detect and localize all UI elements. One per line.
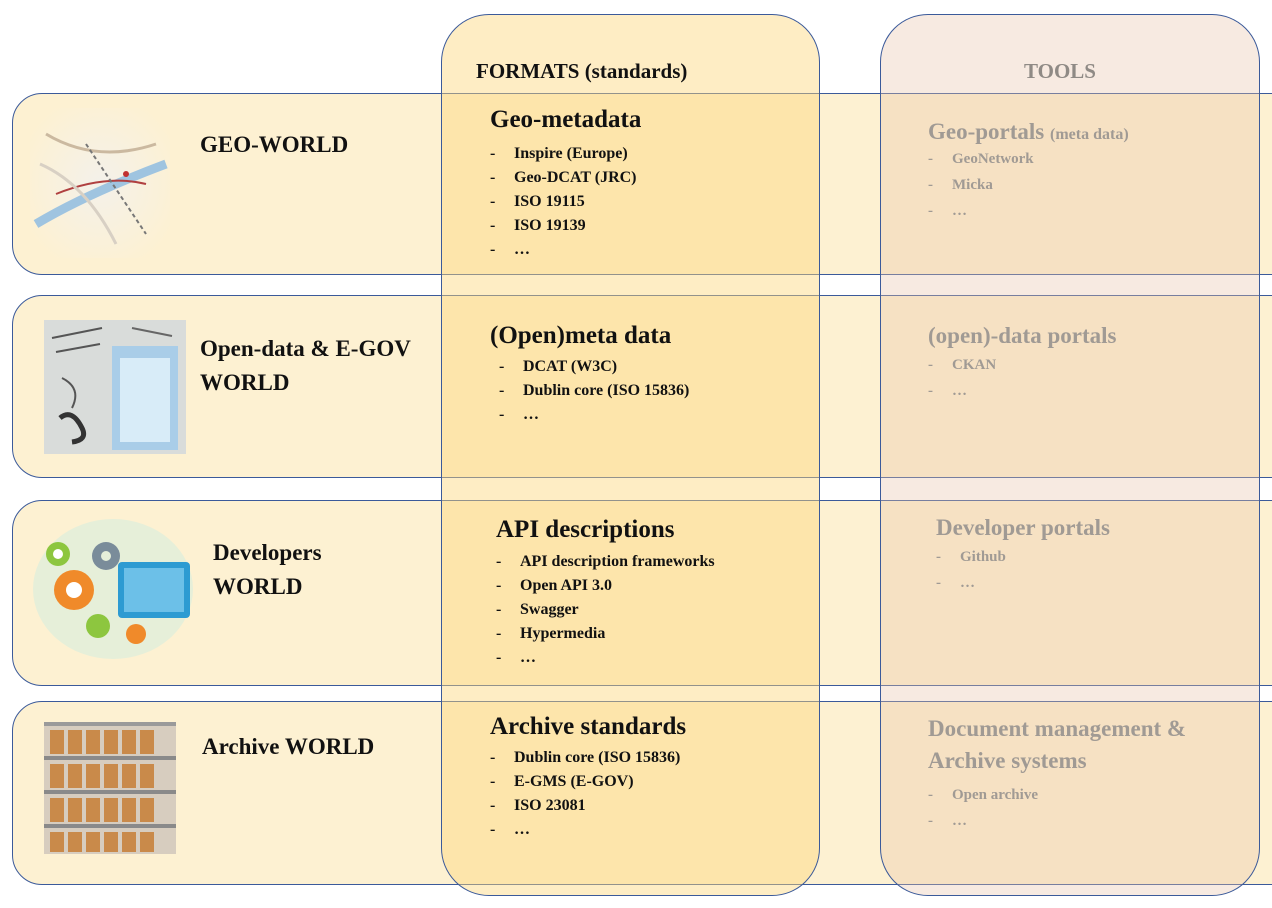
list-item: ISO 19139 [488,214,637,238]
list-item: Hypermedia [494,622,715,646]
list-item: E-GMS (E-GOV) [488,770,680,794]
world-label-open-data: Open-data & E-GOV WORLD [200,336,411,395]
list-item: … [926,808,1038,834]
format-list-developers: API description frameworks Open API 3.0 … [494,550,715,670]
list-item: CKAN [926,352,996,378]
list-item: … [926,378,996,404]
tool-list-open-data: CKAN … [926,352,996,404]
tool-list-archive: Open archive … [926,782,1038,834]
list-item: … [926,198,1034,224]
list-item: … [497,403,689,427]
list-item: ISO 19115 [488,190,637,214]
tool-title-text: Geo-portals [928,119,1045,144]
tool-title-open-data: (open)-data portals [928,323,1117,348]
list-item: Github [934,544,1006,570]
world-label-developers: Developers WORLD [213,540,322,599]
world-label-archive: Archive WORLD [202,734,375,759]
gears-illustration-icon [33,519,193,659]
list-item: … [494,646,715,670]
archive-shelves-illustration-icon [44,722,176,854]
format-title-developers: API descriptions [496,516,675,543]
list-item: Dublin core (ISO 15836) [488,746,680,770]
list-item: Geo-DCAT (JRC) [488,166,637,190]
list-item: API description frameworks [494,550,715,574]
list-item: ISO 23081 [488,794,680,818]
list-item: Swagger [494,598,715,622]
format-list-geo: Inspire (Europe) Geo-DCAT (JRC) ISO 1911… [488,142,637,262]
list-item: DCAT (W3C) [497,355,689,379]
list-item: Open API 3.0 [494,574,715,598]
tool-title-geo: Geo-portals (meta data) [928,116,1129,151]
format-list-open-data: DCAT (W3C) Dublin core (ISO 15836) … [497,355,689,427]
list-item: Open archive [926,782,1038,808]
list-item: Inspire (Europe) [488,142,637,166]
format-title-geo: Geo-metadata [490,106,642,133]
list-item: Micka [926,172,1034,198]
format-list-archive: Dublin core (ISO 15836) E-GMS (E-GOV) IS… [488,746,680,842]
format-title-archive: Archive standards [490,713,687,740]
tool-list-developers: Github … [934,544,1006,596]
tool-title-developers: Developer portals [936,515,1110,540]
list-item: … [488,818,680,842]
format-title-open-data: (Open)meta data [490,322,672,349]
tool-list-geo: GeoNetwork Micka … [926,146,1034,224]
list-item: … [488,238,637,262]
list-item: GeoNetwork [926,146,1034,172]
open-data-illustration-icon [44,320,186,454]
tool-title-archive: Document management & Archive systems [928,716,1187,773]
formats-header: FORMATS (standards) [476,59,688,83]
list-item: … [934,570,1006,596]
map-illustration-icon [30,108,170,258]
tool-title-note: (meta data) [1050,126,1129,143]
list-item: Dublin core (ISO 15836) [497,379,689,403]
tools-header: TOOLS [1024,59,1096,83]
row-geo-world [12,93,1272,275]
world-label-geo: GEO-WORLD [200,132,349,157]
